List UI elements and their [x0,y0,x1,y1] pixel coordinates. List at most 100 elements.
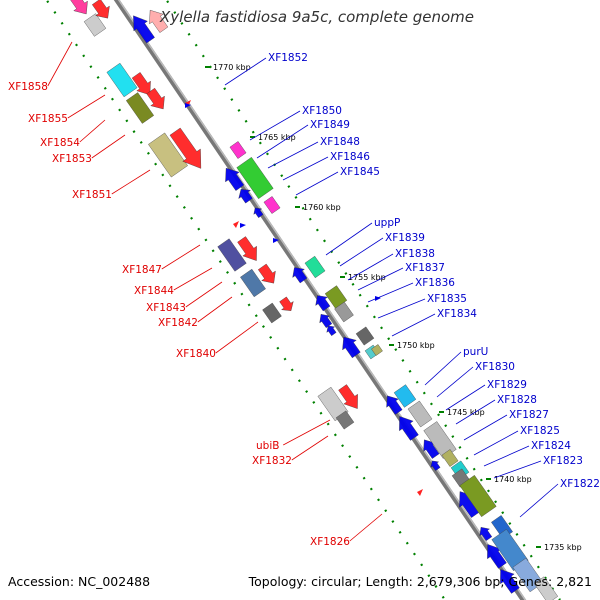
forward-gene-arrow [146,87,165,110]
forward-gene-leader [185,281,223,308]
reverse-gene-label: XF1834 [437,308,477,320]
reverse-gene-box [324,285,348,309]
reverse-gene-leader [391,313,436,337]
reverse-gene-marker [185,103,191,108]
reverse-gene-label: XF1850 [302,105,342,117]
forward-gene-box [148,132,188,178]
reverse-gene-leader [455,399,496,425]
reverse-gene-label: XF1825 [520,425,560,437]
reverse-gene-marker [240,223,246,228]
reverse-gene-arrow [253,207,264,218]
reverse-gene-leader [339,237,384,267]
forward-gene-box [335,410,355,430]
reverse-gene-box [491,528,529,572]
forward-gene-leader [91,134,126,159]
forward-gene-leader [79,119,106,143]
reverse-gene-box [459,474,497,518]
reverse-gene-box [304,255,326,279]
reverse-gene-leader [347,253,394,281]
reverse-gene-box [533,576,559,600]
accession-text: Accession: NC_002488 [8,574,151,589]
reverse-gene-label: XF1835 [427,293,467,305]
reverse-gene-leader [473,430,519,456]
reverse-gene-label: XF1849 [310,119,350,131]
reverse-gene-box [393,384,417,408]
forward-gene-marker [417,489,423,496]
reverse-gene-marker [375,296,381,301]
reverse-gene-arrow [487,544,507,569]
forward-gene-label: XF1832 [252,455,292,467]
reverse-gene-label: XF1824 [531,440,571,452]
forward-gene-arrow [91,0,110,19]
forward-gene-arrow [169,127,202,169]
forward-gene-leader [197,296,233,323]
reverse-gene-label: XF1836 [415,277,455,289]
reverse-guide-line [165,0,561,600]
reverse-gene-arrow [315,295,331,312]
reverse-gene-leader [519,483,559,518]
forward-gene-label: XF1847 [122,264,162,276]
forward-gene-leader [111,169,151,195]
forward-gene-leader [173,267,213,291]
reverse-gene-leader [436,366,474,398]
reverse-gene-marker [273,238,279,243]
forward-gene-arrow [279,296,294,311]
reverse-gene-arrow [133,15,155,44]
forward-gene-arrow [237,236,257,261]
reverse-gene-leader [224,57,267,86]
forward-gene-box [262,302,282,324]
scale-label: 1760 kbp [303,203,341,212]
reverse-gene-arrow [225,167,245,191]
forward-gene-leader [67,94,106,119]
forward-gene-label: XF1844 [134,285,174,297]
scale-label: 1755 kbp [348,273,386,282]
forward-gene-label: XF1843 [146,302,186,314]
forward-gene-leader [349,513,383,542]
reverse-gene-leader [249,110,301,141]
reverse-gene-label: XF1845 [340,166,380,178]
reverse-gene-leader [493,460,542,479]
reverse-gene-leader [367,282,414,303]
reverse-gene-label: XF1848 [320,136,360,148]
forward-gene-label: XF1858 [8,81,48,93]
forward-gene-label: ubiB [256,440,279,452]
reverse-gene-label: XF1837 [405,262,445,274]
reverse-gene-box [441,449,459,467]
reverse-gene-leader [424,351,462,386]
forward-gene-label: XF1826 [310,536,350,548]
forward-gene-box [125,92,155,124]
forward-gene-leader [291,435,329,461]
scale-label: 1770 kbp [213,63,251,72]
forward-gene-leader [161,244,201,270]
forward-gene-marker [185,100,191,107]
forward-gene-box [106,62,138,98]
reverse-gene-box [236,156,274,200]
reverse-gene-box [423,421,457,459]
reverse-gene-box [407,400,433,428]
reverse-gene-leader [483,445,530,467]
genome-title: Xylella fastidiosa 9a5c, complete genome [160,8,474,26]
forward-gene-arrow [257,263,276,284]
forward-gene-box [217,238,247,272]
forward-gene-leader [47,41,73,87]
reverse-gene-arrow [149,9,169,33]
forward-gene-label: XF1853 [52,153,92,165]
forward-gene-label: XF1840 [176,348,216,360]
reverse-gene-leader [463,414,508,441]
reverse-gene-arrow [342,336,361,359]
scale-label: 1745 kbp [447,408,485,417]
reverse-gene-label: XF1839 [385,232,425,244]
reverse-gene-label: XF1830 [475,361,515,373]
reverse-gene-leader [256,124,309,159]
forward-gene-box [83,13,107,37]
reverse-gene-label: XF1838 [395,248,435,260]
reverse-gene-arrow [326,325,337,336]
reverse-gene-arrow [500,569,520,594]
reverse-gene-arrow [430,460,441,471]
topology-text: Topology: circular; Length: 2,679,306 bp… [248,574,592,589]
reverse-gene-label: XF1846 [330,151,370,163]
reverse-gene-box [355,326,375,346]
forward-gene-leader [215,321,259,354]
reverse-gene-arrow [386,395,403,415]
